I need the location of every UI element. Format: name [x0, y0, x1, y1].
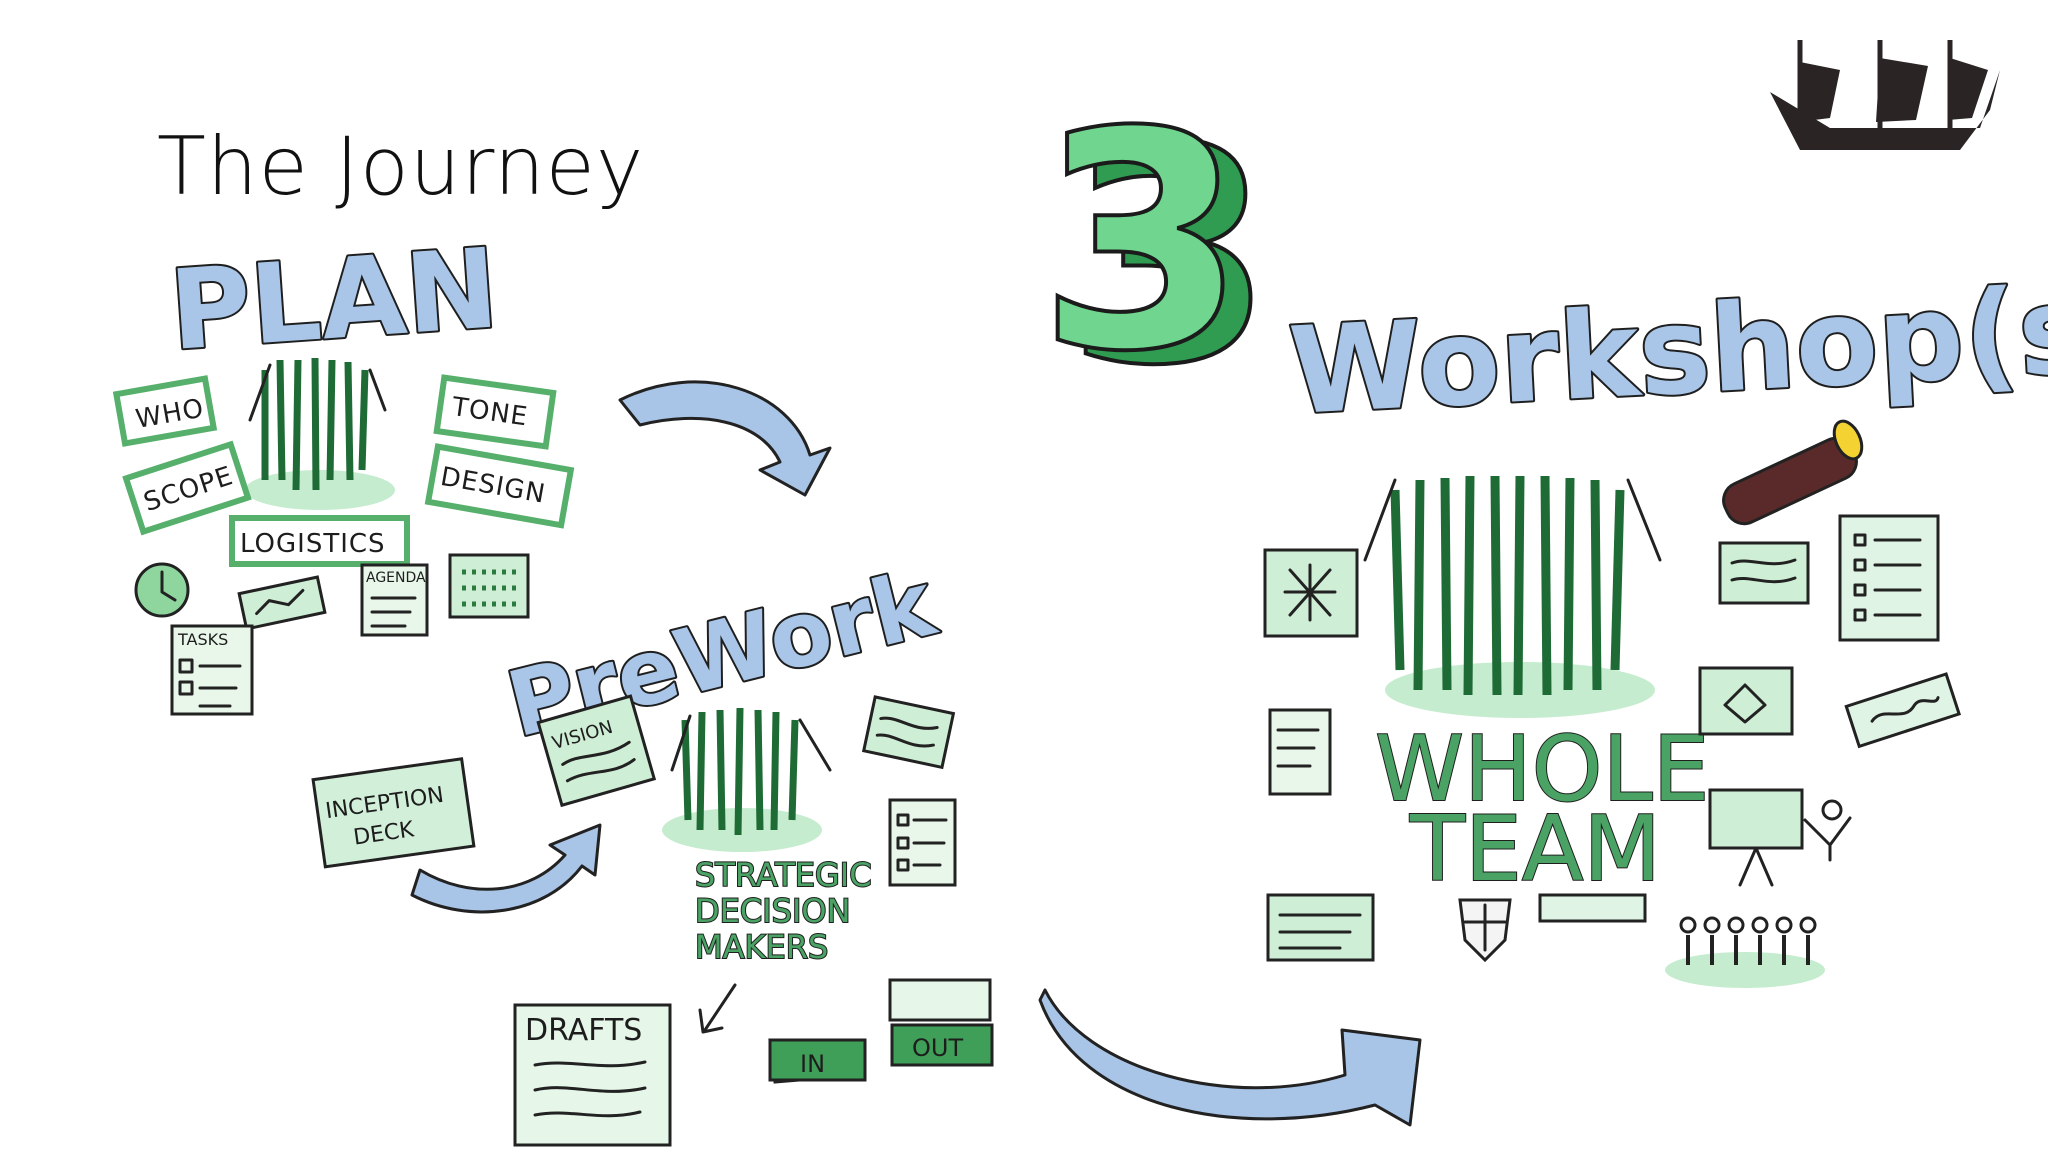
- strategic-label-1: STRATEGIC: [695, 856, 872, 894]
- arrow-prework-to-workshops: [1038, 988, 1422, 1127]
- calendar-sheet: [448, 553, 530, 619]
- banner-strip: [1538, 893, 1647, 923]
- step-number: 3: [1038, 68, 1247, 417]
- plan-section: PLAN WHO SCOPE TONE DESIGN LOGISTICS: [112, 222, 575, 716]
- agenda-label: AGENDA: [366, 570, 426, 586]
- in-tray: IN: [768, 1038, 867, 1084]
- kaleidoscope-icon: [1722, 419, 1864, 526]
- checklist-sheet: [888, 798, 957, 887]
- small-arrow-to-drafts: [698, 983, 737, 1034]
- number-three: 3 3: [1036, 66, 1277, 433]
- prework-section: PreWork VISION INCEPTION: [311, 549, 994, 1147]
- tasks-label: TASKS: [177, 630, 228, 649]
- plan-people: [245, 357, 395, 510]
- diagram-card: [1698, 666, 1794, 736]
- logistics-label: LOGISTICS: [240, 529, 386, 559]
- logistics-card: [229, 515, 410, 567]
- map-card: [237, 575, 327, 631]
- workshops-section: Workshop(s) WHOLE TEAM: [1263, 256, 2048, 988]
- strategic-decision-makers: STRATEGIC DECISION MAKERS: [694, 855, 873, 967]
- arrow-plan-to-prework: [618, 380, 832, 497]
- inception-deck-card: INCEPTION DECK: [311, 757, 476, 869]
- out-tray-label: OUT: [912, 1034, 963, 1062]
- agenda-sheet: AGENDA: [360, 563, 429, 637]
- money-card: [1844, 672, 1961, 749]
- note-card: [861, 695, 956, 770]
- slide-title: The Journey: [157, 120, 645, 213]
- whole-team: WHOLE TEAM: [1374, 716, 1711, 903]
- ship-icon: [1770, 40, 2000, 150]
- out-tray: OUT: [888, 978, 994, 1067]
- shield-icon: [1458, 898, 1512, 963]
- tone-card: [433, 374, 557, 450]
- scope-card: [122, 440, 252, 536]
- who-card: [112, 375, 218, 447]
- strategic-label-3: MAKERS: [695, 928, 828, 966]
- workshop-people: [1363, 475, 1662, 718]
- prework-people: [662, 707, 832, 852]
- in-tray-label: IN: [800, 1050, 825, 1078]
- note-sheet-left: [1268, 708, 1332, 796]
- people-icon: [1665, 916, 1825, 988]
- strategic-label-2: DECISION: [695, 892, 851, 930]
- whole-team-label-2: TEAM: [1409, 797, 1661, 902]
- arrow-inception-to-prework: [410, 823, 602, 914]
- flipchart-icon: [1708, 788, 1852, 887]
- drafts-sheet: DRAFTS: [513, 1003, 672, 1147]
- svg-text:3: 3: [1066, 82, 1275, 431]
- plan-heading: PLAN: [166, 224, 502, 375]
- whole-team-label-1: WHOLE: [1375, 717, 1710, 822]
- screen-card-right: [1718, 541, 1810, 605]
- drafts-label: DRAFTS: [525, 1013, 642, 1048]
- vision-card: VISION: [536, 694, 657, 808]
- burst-card: [1263, 548, 1359, 638]
- list-sheet-right: [1838, 514, 1940, 642]
- workshops-heading: Workshop(s): [1286, 258, 2048, 442]
- design-card: [424, 443, 575, 529]
- note-card-left: [1266, 893, 1375, 962]
- clock-icon: [134, 562, 190, 618]
- tasks-sheet: TASKS: [170, 624, 254, 716]
